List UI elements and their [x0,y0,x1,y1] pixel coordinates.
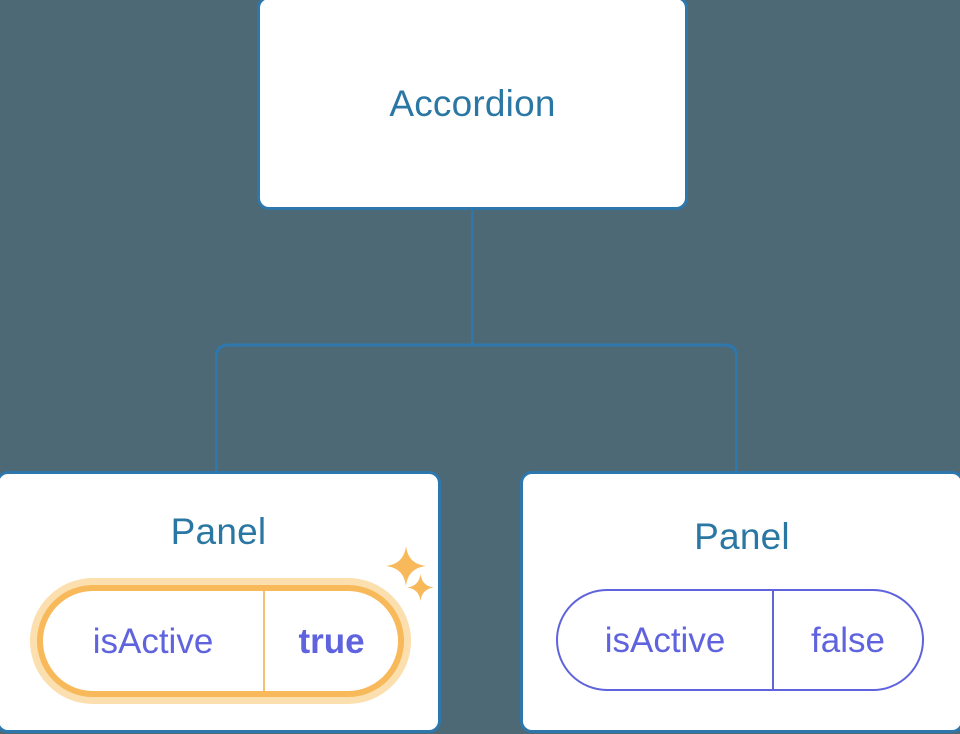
prop-value-label: true [298,621,365,661]
node-panel-active-title: Panel [170,511,267,552]
edge-branch-bar [215,343,738,471]
prop-pill-isactive-false[interactable]: isActive false [556,589,924,691]
prop-pill-isactive-true[interactable]: isActive true [37,585,404,697]
node-panel-inactive-title: Panel [694,516,790,557]
prop-key-label: isActive [43,591,265,691]
prop-key-label: isActive [558,591,774,689]
node-accordion[interactable]: Accordion [257,0,688,210]
prop-pill-highlight-glow: isActive true [30,578,411,704]
prop-value-label: false [811,620,885,660]
node-accordion-title: Accordion [389,82,556,124]
